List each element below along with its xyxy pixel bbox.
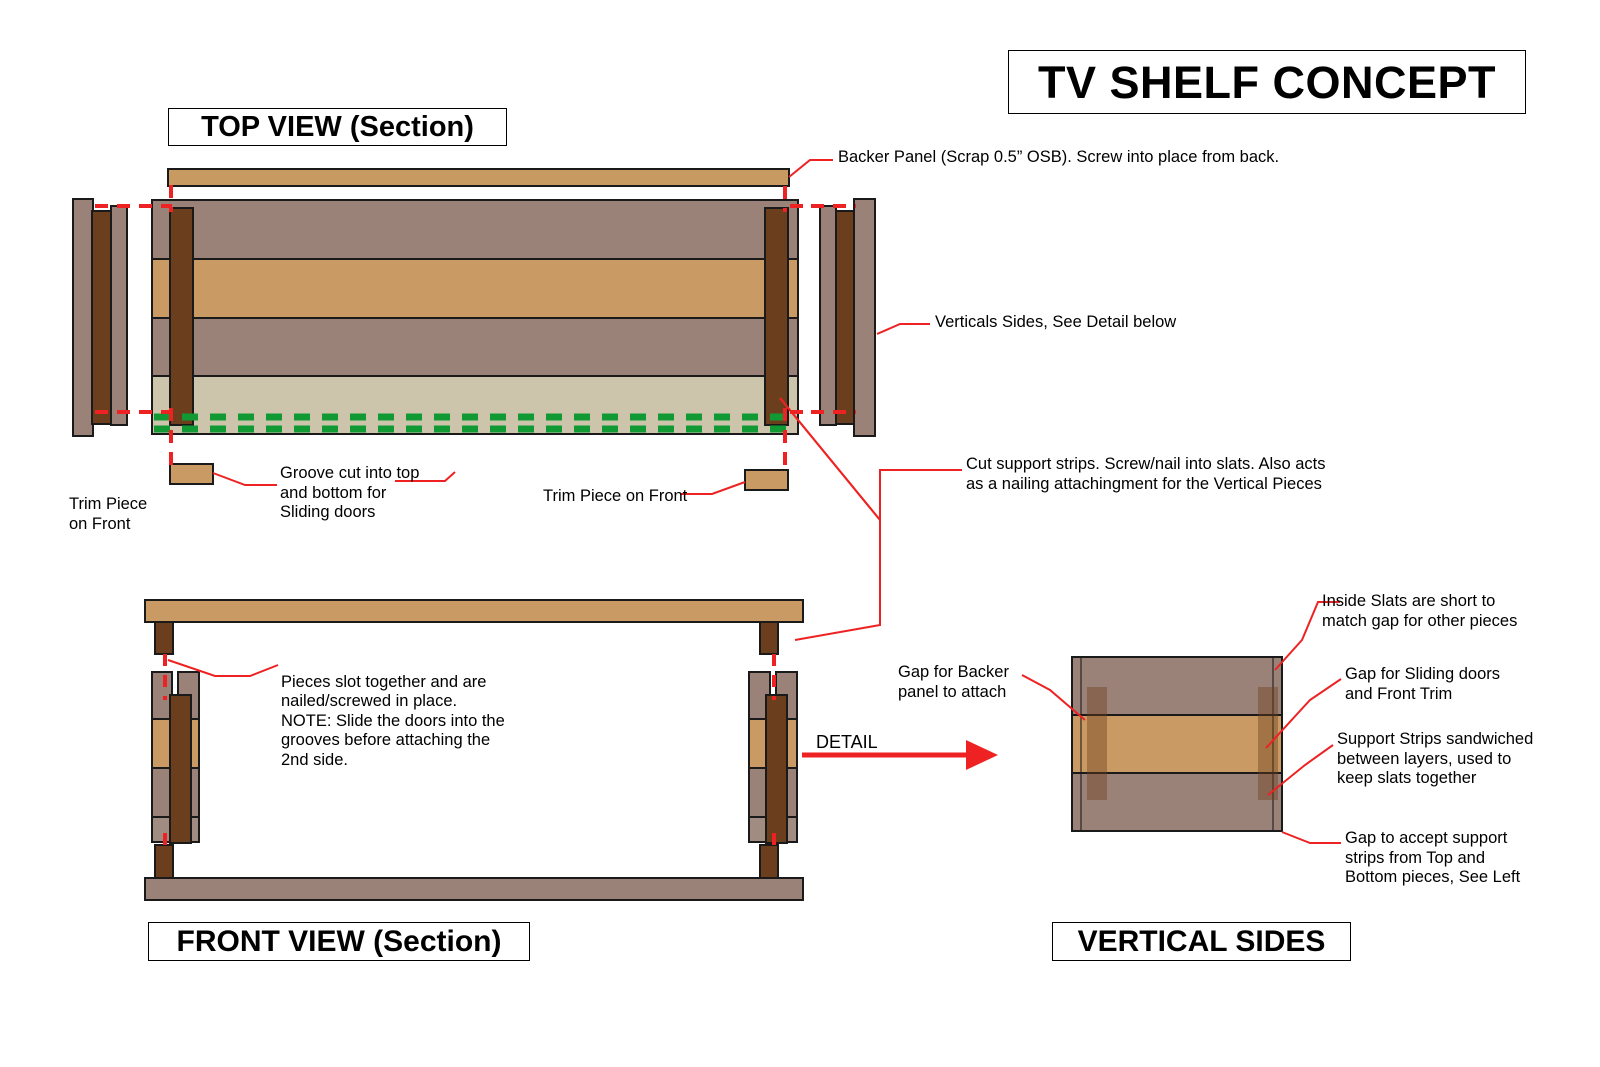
annotation-vertical-sides: Verticals Sides, See Detail below xyxy=(935,313,1177,331)
front-view-right-side-assembly xyxy=(748,671,798,844)
annotation-inside-slats: Inside Slats are short to match gap for … xyxy=(1322,592,1518,630)
top-view-slat-band-3 xyxy=(151,317,799,377)
front-view-bottom-tenon-left xyxy=(154,844,174,879)
front-view-bottom-tenon-right xyxy=(759,844,779,879)
vertical-sides-label: VERTICAL SIDES xyxy=(1052,922,1351,961)
annotation-gap-accept-support: Gap to accept support strips from Top an… xyxy=(1345,829,1521,886)
annotation-slot-together-plain: Pieces slot together and are nailed/scre… xyxy=(281,672,487,711)
support-strip-right xyxy=(764,207,789,426)
top-view-right-vertical-side xyxy=(819,198,876,437)
front-view-bottom-board xyxy=(144,877,804,901)
annotation-support-sandwiched: Support Strips sandwiched between layers… xyxy=(1337,730,1534,787)
annotation-slot-together-group: Pieces slot together and are nailed/scre… xyxy=(281,653,505,790)
top-view-group xyxy=(72,159,962,641)
vertical-sides-detail-group xyxy=(1021,601,1342,844)
front-view-left-side-assembly xyxy=(151,671,200,844)
front-view-group xyxy=(144,599,998,901)
front-view-joint-dashes xyxy=(163,654,776,848)
backer-panel-shape xyxy=(167,168,790,187)
trim-piece-right-shape xyxy=(744,469,789,491)
annotation-backer-panel: Backer Panel (Scrap 0.5” OSB). Screw int… xyxy=(838,148,1280,166)
front-view-label: FRONT VIEW (Section) xyxy=(148,922,530,961)
detail-arrow-label: DETAIL xyxy=(816,732,878,752)
alignment-dashed-lines xyxy=(95,185,856,470)
front-view-top-tenon-right xyxy=(759,621,779,655)
front-view-top-tenon-left xyxy=(154,621,174,655)
top-view-left-vertical-side xyxy=(72,198,128,437)
page-title: TV SHELF CONCEPT xyxy=(1008,50,1526,114)
annotation-trim-piece-left: Trim Piece on Front xyxy=(69,495,148,533)
front-view-leader-line xyxy=(167,659,279,677)
top-view-slat-band-1 xyxy=(151,199,799,260)
front-view-top-board xyxy=(144,599,804,623)
top-view-slat-band-2 xyxy=(151,258,799,319)
groove-dashed-lines xyxy=(154,413,795,433)
vertical-detail-support-strip-right xyxy=(1258,687,1278,800)
annotation-trim-piece-front: Trim Piece on Front xyxy=(543,487,688,505)
annotation-groove: Groove cut into top and bottom for Slidi… xyxy=(280,464,420,521)
annotation-gap-sliding-doors: Gap for Sliding doors and Front Trim xyxy=(1345,665,1501,703)
vertical-detail-support-strip-left xyxy=(1087,687,1107,800)
support-strip-left xyxy=(169,207,194,426)
annotation-slot-together-note: NOTE: Slide the doors into the grooves b… xyxy=(281,711,505,769)
vertical-detail-band-1 xyxy=(1071,656,1283,716)
annotation-gap-for-backer: Gap for Backer panel to attach xyxy=(898,663,1009,701)
vertical-detail-band-3 xyxy=(1071,772,1283,832)
top-view-label: TOP VIEW (Section) xyxy=(168,108,507,146)
vertical-detail-leader-lines xyxy=(1021,601,1342,844)
trim-piece-left-shape xyxy=(169,463,214,485)
detail-arrow xyxy=(802,740,998,770)
annotation-support-strips: Cut support strips. Screw/nail into slat… xyxy=(966,455,1326,493)
top-view-leader-lines xyxy=(212,159,962,641)
top-view-slat-band-4 xyxy=(151,375,799,435)
